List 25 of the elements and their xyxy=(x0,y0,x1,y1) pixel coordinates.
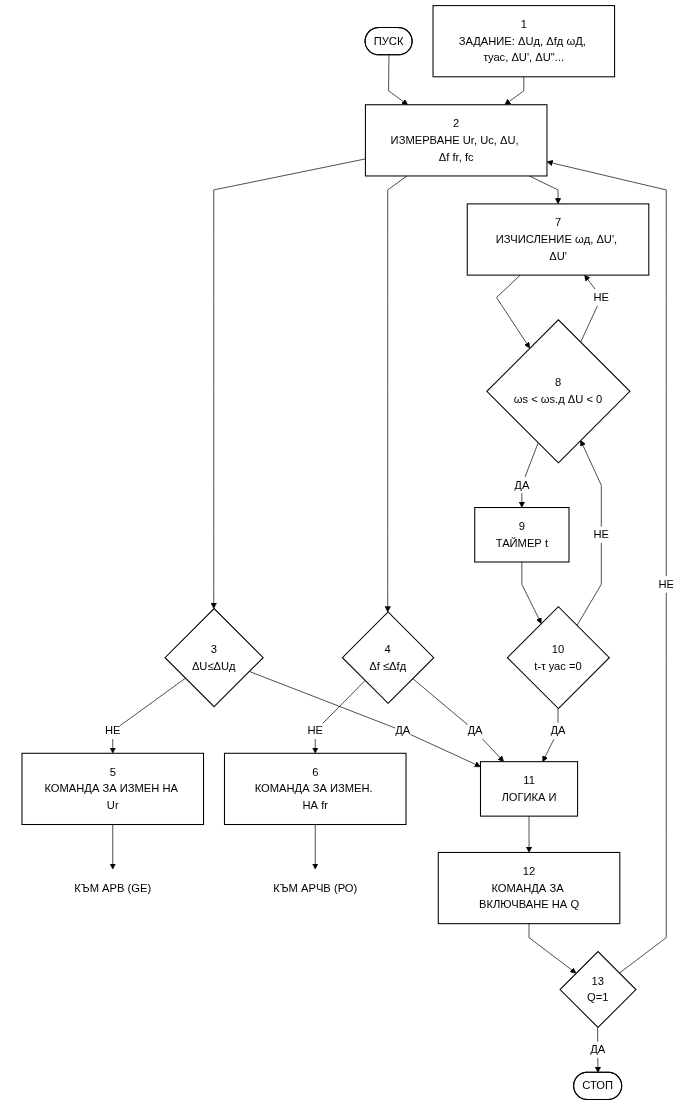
edge-label: ДА xyxy=(467,724,483,737)
node-diamond: 8 ωs < ωs.д ΔU < 0 xyxy=(486,319,631,464)
node-diamond: 10 t-τ уас =0 xyxy=(506,605,611,710)
node-diamond: 13 Q=1 xyxy=(559,950,637,1029)
edge-label: ДА xyxy=(590,1043,606,1056)
edge-label: НЕ xyxy=(593,291,610,304)
node-text: КЪМ АРВ (GE) xyxy=(74,881,152,894)
node-box: 6 КОМАНДА ЗА ИЗМЕН. НА fr xyxy=(223,752,407,826)
edge-label: НЕ xyxy=(658,578,675,590)
node-box: 5 КОМАНДА ЗА ИЗМЕН НА Ur xyxy=(21,752,205,826)
edge-label: ДА xyxy=(514,478,530,491)
node-box: 12 КОМАНДА ЗА ВКЛЮЧВАНЕ НА Q xyxy=(437,851,621,925)
edge-label: НЕ xyxy=(593,528,610,541)
edge-label: ДА xyxy=(395,724,411,737)
edge-label: НЕ xyxy=(307,724,324,737)
edge-label: НЕ xyxy=(104,724,121,737)
edge-label: ДА xyxy=(550,724,566,737)
node-diamond: 4 Δf ≤Δfд xyxy=(341,611,435,705)
node-box: 11 ЛОГИКА И xyxy=(479,761,579,817)
node-diamond: 3 ΔU≤ΔUд xyxy=(164,607,264,708)
node-text: КЪМ АРЧВ (РО) xyxy=(273,881,358,894)
node-box: 9 ТАЙМЕР t xyxy=(474,507,570,563)
node-box: 2 ИЗМЕРВАНЕ Ur, Uc, ΔU, Δf fr, fc xyxy=(364,104,548,177)
node-box: 7 ИЗЧИСЛЕНИЕ ωд, ΔU', ΔU' xyxy=(466,203,650,276)
node-box: 1 ЗАДАНИЕ: ΔUд, Δfд ωД, τуас, ΔU', ΔU"... xyxy=(432,5,616,78)
